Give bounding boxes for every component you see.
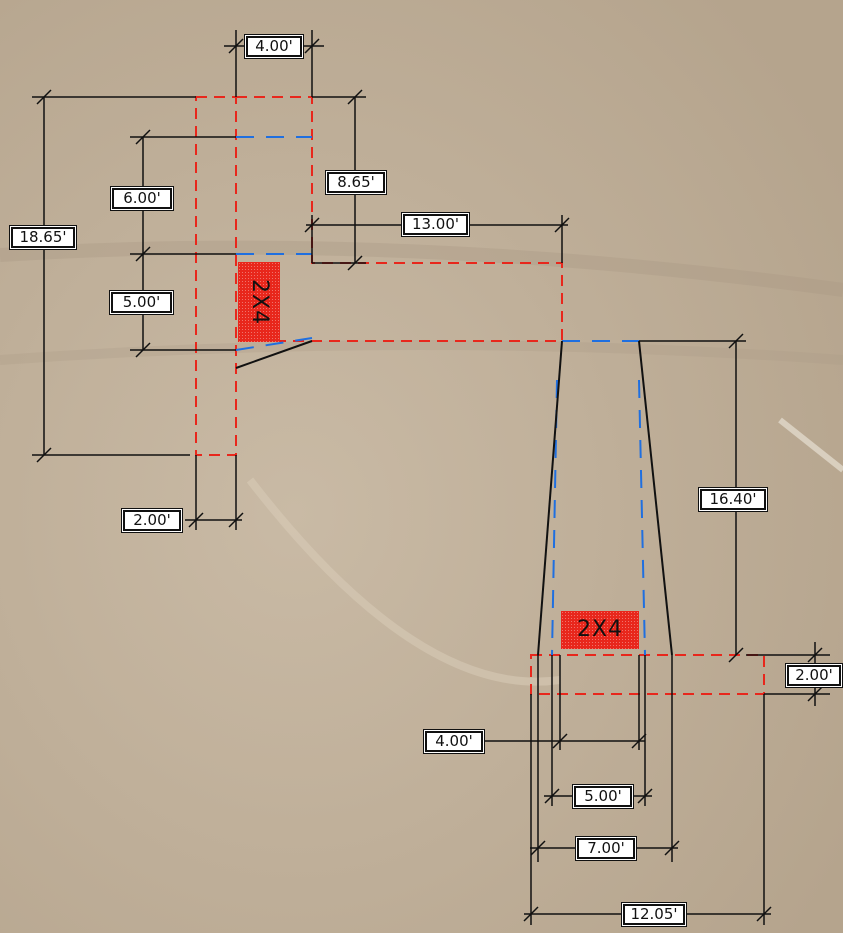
tick-leg-bottom bbox=[728, 647, 744, 663]
outline-base bbox=[530, 654, 765, 695]
tick-mid-right bbox=[637, 788, 653, 804]
tick-seg-top bbox=[135, 129, 151, 145]
tick-run-right bbox=[554, 217, 570, 233]
dimension-leg-outer-width: 7.00' bbox=[577, 838, 635, 859]
tick-top-right bbox=[304, 38, 320, 54]
tick-basew-left bbox=[523, 906, 539, 922]
ground-track-upper bbox=[0, 240, 843, 297]
dimension-leg-mid-width: 5.00' bbox=[574, 786, 632, 807]
dimension-leg-inner-width: 4.00' bbox=[425, 731, 483, 752]
tick-basew-right bbox=[756, 906, 772, 922]
tick-inner-left bbox=[552, 733, 568, 749]
dimension-leg-height: 16.40' bbox=[700, 489, 766, 510]
tick-right-top bbox=[347, 89, 363, 105]
ground-white-streak bbox=[778, 417, 843, 473]
blue-lower-line bbox=[235, 337, 313, 351]
tick-total-bottom bbox=[36, 447, 52, 463]
dimension-upper-segment: 6.00' bbox=[112, 188, 172, 209]
leg-left-edge bbox=[537, 340, 563, 656]
dimension-right-height-upper: 8.65' bbox=[327, 172, 385, 193]
tick-outer-right bbox=[664, 840, 680, 856]
tick-run-left bbox=[304, 217, 320, 233]
tick-total-top bbox=[36, 89, 52, 105]
dimension-horizontal-run: 13.00' bbox=[403, 214, 468, 235]
dimension-top-width: 4.00' bbox=[246, 36, 302, 57]
tick-right-bottom bbox=[347, 255, 363, 271]
dimension-base-thickness: 2.00' bbox=[787, 665, 841, 686]
tick-seg-bottom bbox=[135, 342, 151, 358]
ground-arc-track bbox=[246, 477, 561, 686]
tick-leg-top bbox=[728, 333, 744, 349]
dimension-base-width: 12.05' bbox=[623, 904, 685, 925]
tick-base-bottom bbox=[807, 686, 823, 702]
outline-left-post bbox=[195, 96, 237, 456]
tick-seg-mid bbox=[135, 246, 151, 262]
brace-line bbox=[235, 340, 313, 369]
leg-right-edge bbox=[638, 340, 673, 656]
tick-post-left bbox=[188, 512, 204, 528]
tick-base-top bbox=[807, 647, 823, 663]
blue-leg-right bbox=[638, 379, 646, 656]
ground-track-lower bbox=[0, 340, 843, 365]
dimension-lower-segment: 5.00' bbox=[111, 292, 172, 313]
member-tag-upper: 2X4 bbox=[238, 262, 280, 342]
tick-mid-left bbox=[544, 788, 560, 804]
tick-outer-left bbox=[530, 840, 546, 856]
tick-post-right bbox=[228, 512, 244, 528]
dimension-total-height-left: 18.65' bbox=[11, 227, 75, 248]
tick-top-left bbox=[228, 38, 244, 54]
tick-inner-right bbox=[631, 733, 647, 749]
dimension-left-post-width: 2.00' bbox=[123, 510, 181, 531]
member-tag-lower: 2X4 bbox=[561, 611, 639, 649]
